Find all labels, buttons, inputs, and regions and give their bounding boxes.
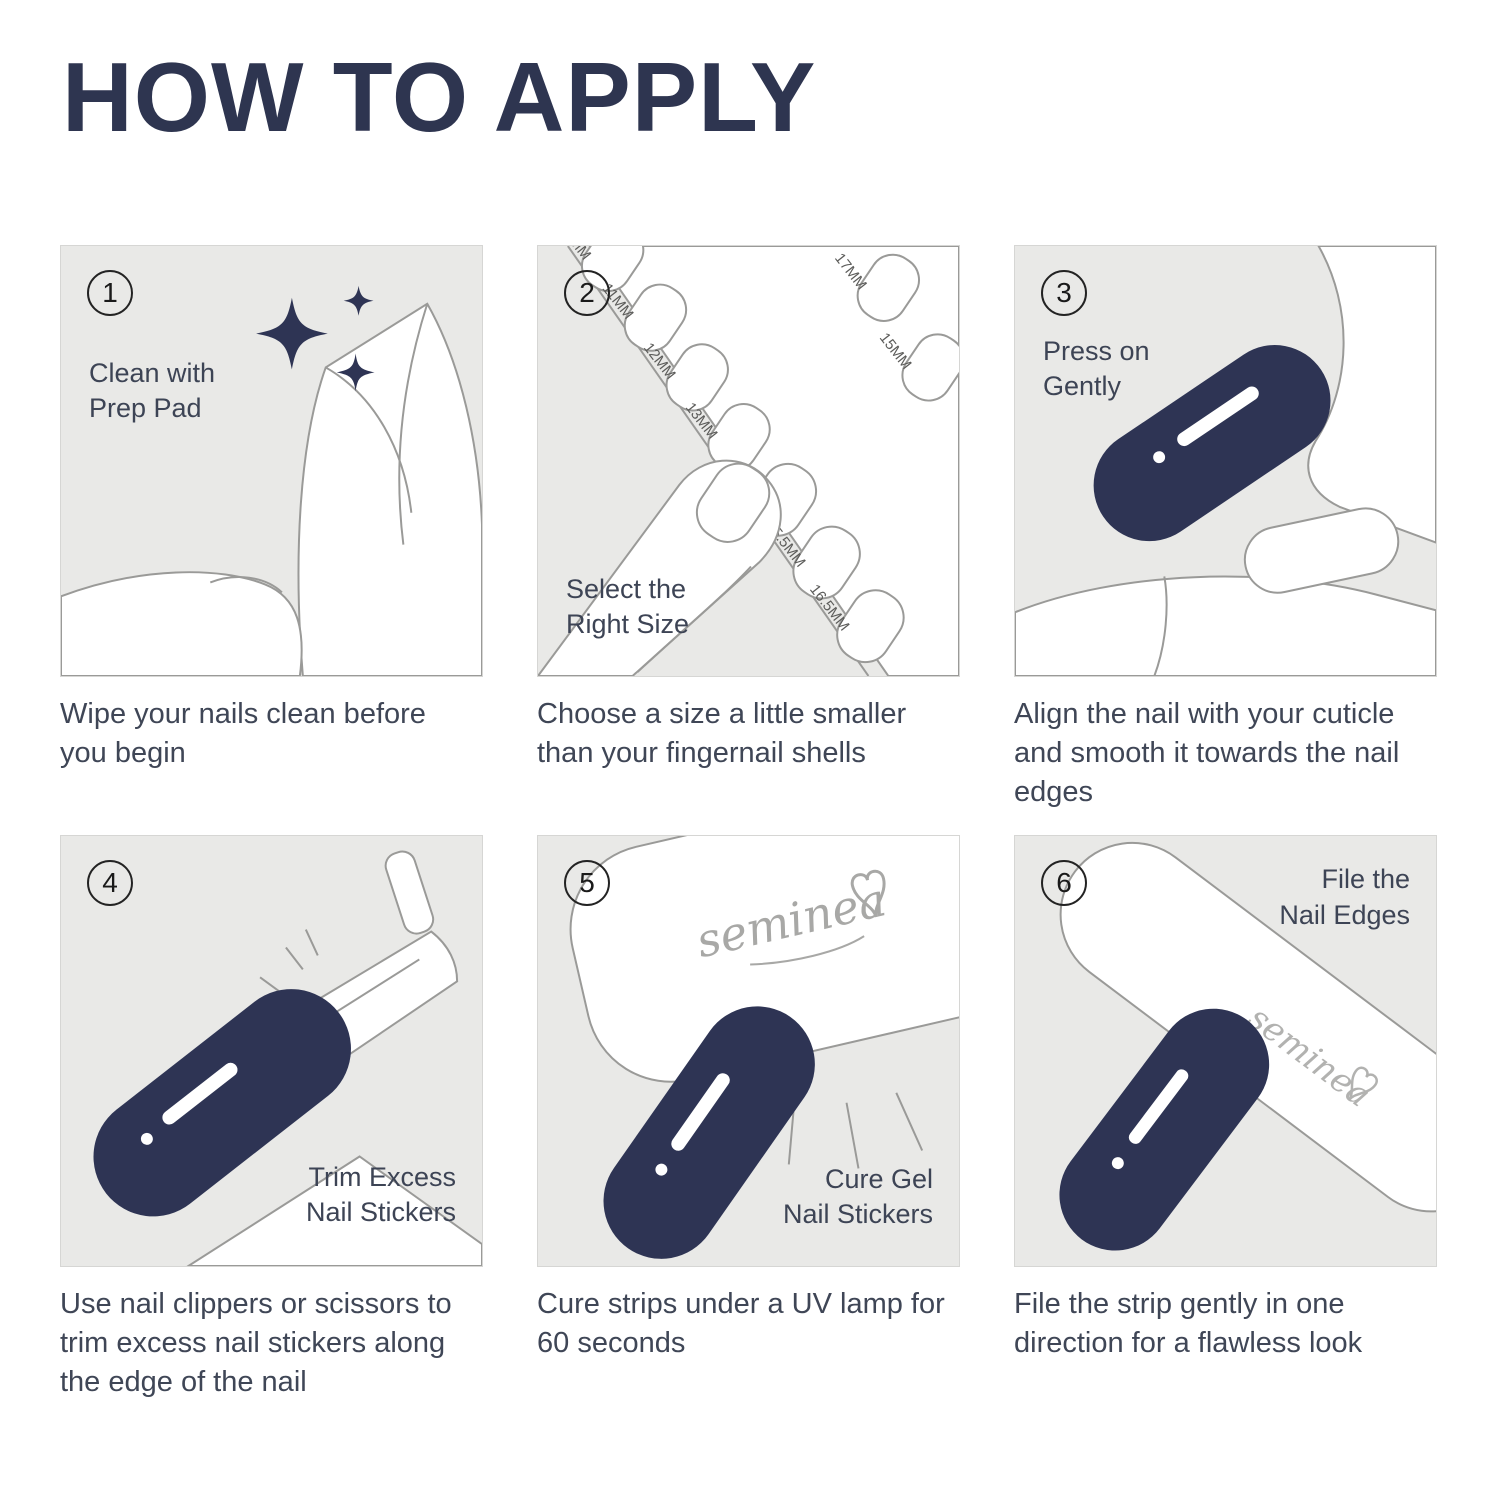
step-label-line: Prep Pad xyxy=(89,392,202,423)
sparkles-icon xyxy=(256,285,375,392)
step-label-line: Right Size xyxy=(566,608,690,639)
step-label-line: Cure Gel xyxy=(824,1164,933,1195)
step-label-line: Nail Edges xyxy=(1279,899,1410,930)
shine-dot xyxy=(1153,451,1166,464)
step-label-line: Nail Stickers xyxy=(305,1197,456,1228)
step-label-line: Gently xyxy=(1043,370,1122,401)
heart-icon xyxy=(850,870,886,919)
step-caption: Wipe your nails clean before you begin xyxy=(60,697,426,769)
thumb xyxy=(1307,245,1436,544)
nail-sticker xyxy=(93,989,351,1217)
step-5-panel: seminea 5 Cure Gel Nail Stic xyxy=(537,835,960,1268)
step-3: 3 Press on Gently Align the nail with yo… xyxy=(1014,244,1437,812)
hand xyxy=(1015,575,1436,676)
step-label: Select the Right Size xyxy=(566,572,689,642)
illustration-size-chart: 10MM 11MM 12MM 13MM xyxy=(538,245,959,676)
finger xyxy=(186,1155,482,1267)
illustration-press-on xyxy=(1015,245,1436,676)
step-1: 1 Clean with Prep Pad Wipe your nails cl… xyxy=(60,244,483,812)
spark-lines xyxy=(259,929,319,995)
step-caption: File the strip gently in one direction f… xyxy=(1014,1288,1363,1360)
step-label-line: File the xyxy=(1321,864,1410,895)
finger xyxy=(61,571,303,676)
finger-tip xyxy=(1243,507,1400,594)
shine xyxy=(671,1073,730,1152)
page-title: HOW TO APPLY xyxy=(62,42,817,152)
shine-dot xyxy=(655,1164,668,1177)
step-1-panel: 1 Clean with Prep Pad xyxy=(60,244,483,677)
step-label: File the Nail Edges xyxy=(1279,862,1410,932)
step-label-line: Press on xyxy=(1043,335,1150,366)
shine-dot xyxy=(1111,1157,1124,1170)
step-number-badge: 4 xyxy=(87,860,133,907)
illustration-cure: seminea xyxy=(569,836,959,1260)
step-4: 4 Trim Excess Nail Stickers Use nail cli… xyxy=(60,835,483,1402)
finger xyxy=(538,459,782,676)
step-5: seminea 5 Cure Gel Nail Stic xyxy=(537,835,960,1402)
prep-pad xyxy=(297,302,482,676)
steps-grid: 1 Clean with Prep Pad Wipe your nails cl… xyxy=(60,244,1440,1402)
how-to-apply-page: HOW TO APPLY xyxy=(60,42,1440,1402)
step-label-line: Clean with xyxy=(89,357,216,388)
step-label: Press on Gently xyxy=(1043,334,1150,404)
heart-icon xyxy=(1347,1067,1378,1102)
nail-sticker xyxy=(603,1006,815,1260)
nail-sticker xyxy=(1093,344,1331,542)
shine xyxy=(1128,1069,1189,1145)
step-label: Trim Excess Nail Stickers xyxy=(306,1160,456,1230)
step-label-line: Nail Stickers xyxy=(782,1199,933,1230)
fingernail xyxy=(695,462,771,543)
step-label-line: Trim Excess xyxy=(308,1162,457,1193)
shine xyxy=(1177,386,1259,446)
uv-lamp: seminea xyxy=(569,836,959,1084)
step-4-panel: 4 Trim Excess Nail Stickers xyxy=(60,835,483,1268)
step-6: seminea 6 File the Nail Edges Fi xyxy=(1014,835,1437,1402)
illustration-trim xyxy=(93,851,482,1267)
step-3-panel: 3 Press on Gently xyxy=(1014,244,1437,677)
step-label: Cure Gel Nail Stickers xyxy=(783,1162,933,1232)
illustration-file: seminea xyxy=(1059,842,1436,1252)
step-2: 10MM 11MM 12MM 13MM xyxy=(537,244,960,812)
illustration-clean-prep-pad xyxy=(61,285,482,676)
step-2-panel: 10MM 11MM 12MM 13MM xyxy=(537,244,960,677)
step-caption: Choose a size a little smaller than your… xyxy=(537,697,907,769)
shine-dot xyxy=(140,1133,153,1146)
step-number-badge: 6 xyxy=(1041,860,1087,907)
step-caption: Cure strips under a UV lamp for 60 secon… xyxy=(537,1288,945,1360)
step-label-line: Select the xyxy=(566,573,687,604)
nail-sticker xyxy=(1059,1009,1270,1252)
uv-rays xyxy=(787,1092,924,1170)
step-number-badge: 5 xyxy=(564,860,610,907)
step-6-panel: seminea 6 File the Nail Edges xyxy=(1014,835,1437,1268)
shine xyxy=(162,1063,238,1125)
step-caption: Use nail clippers or scissors to trim ex… xyxy=(60,1288,452,1399)
step-caption: Align the nail with your cuticle and smo… xyxy=(1014,697,1400,808)
step-number-badge: 2 xyxy=(564,269,610,316)
step-number-badge: 1 xyxy=(87,269,133,316)
step-label: Clean with Prep Pad xyxy=(89,356,215,426)
step-number-badge: 3 xyxy=(1041,269,1087,316)
